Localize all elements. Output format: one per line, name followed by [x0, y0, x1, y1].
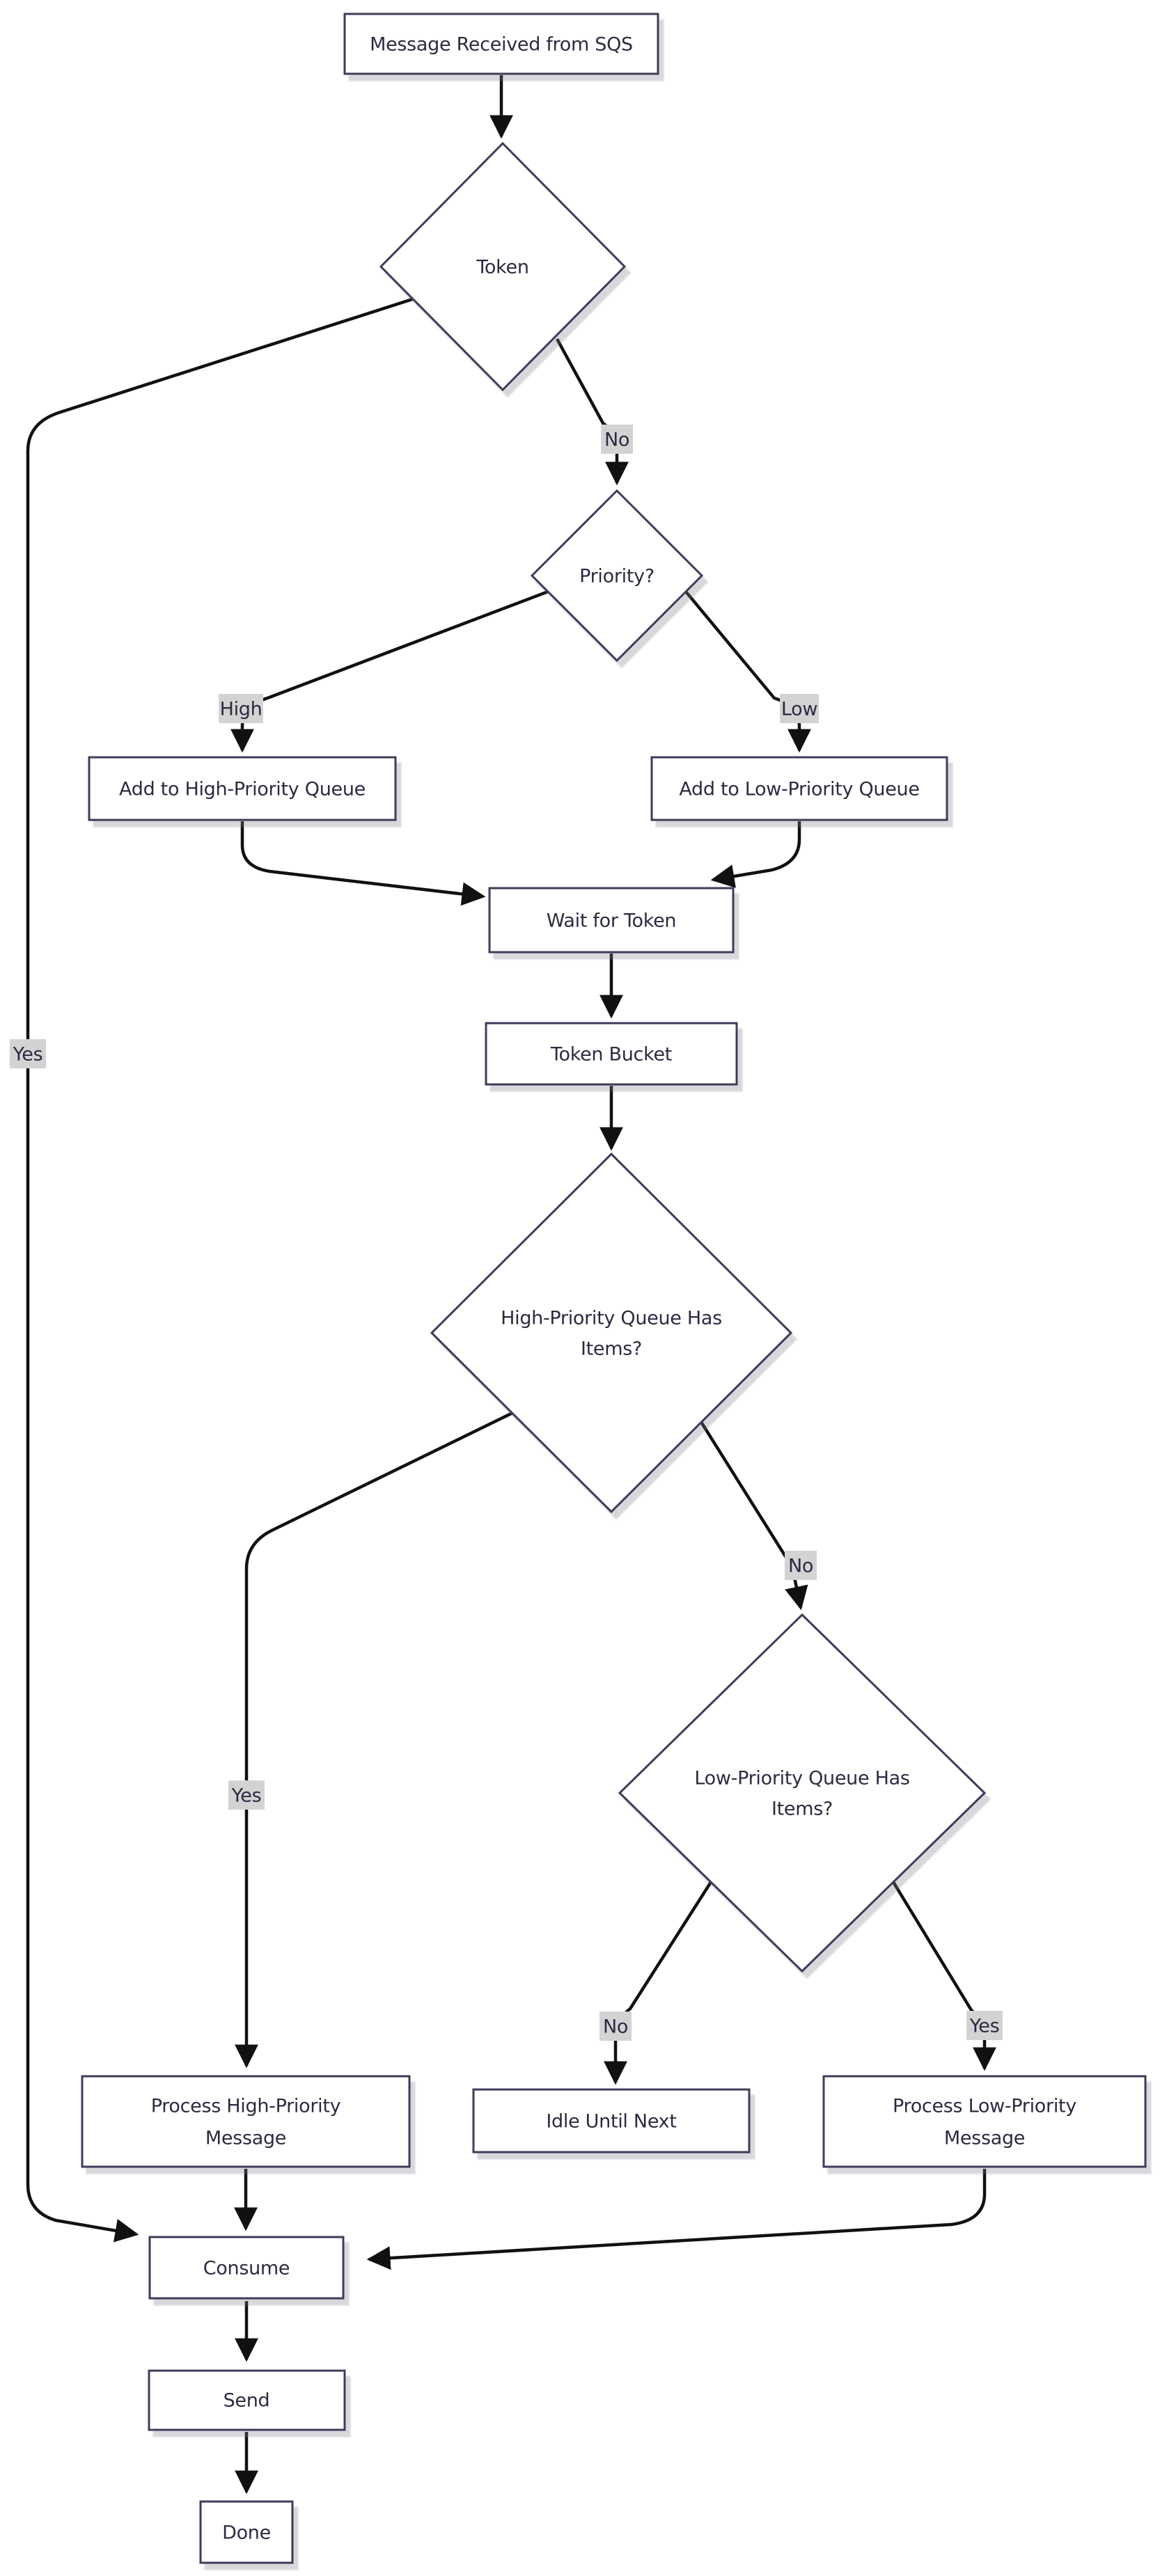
svg-text:Add to Low-Priority Queue: Add to Low-Priority Queue: [679, 779, 919, 800]
edge-label-yes-token: Yes: [10, 1039, 46, 1068]
node-idle-until-next: Idle Until Next: [472, 2088, 751, 2154]
edge-proclow-consume: [366, 2169, 987, 2270]
node-priority-decision: Priority?: [530, 489, 704, 663]
edge-addlow-wait: [710, 821, 801, 888]
edge-label-no-token: No: [601, 425, 633, 454]
svg-text:High: High: [220, 699, 262, 720]
svg-text:Process High-Priority: Process High-Priority: [151, 2096, 341, 2117]
edge-token-consume: [26, 297, 413, 2243]
svg-text:Message: Message: [205, 2128, 286, 2149]
svg-text:Process Low-Priority: Process Low-Priority: [893, 2096, 1076, 2117]
edge-label-yes-lpitems: Yes: [966, 2011, 1003, 2040]
svg-text:Items?: Items?: [581, 1338, 642, 1360]
svg-text:Message: Message: [944, 2128, 1025, 2149]
edge-token-priority: [556, 338, 629, 486]
node-low-priority-queue-has-items-decision: Low-Priority Queue Has Items?: [618, 1613, 987, 1973]
svg-text:Low: Low: [781, 699, 817, 720]
svg-text:Yes: Yes: [969, 2016, 1000, 2037]
edge-hpitems-prochigh: [235, 1411, 513, 2069]
svg-text:Idle Until Next: Idle Until Next: [546, 2111, 676, 2133]
node-add-to-low-priority-queue: Add to Low-Priority Queue: [650, 756, 948, 821]
edge-lpitems-idle: [604, 1881, 712, 2085]
node-high-priority-queue-has-items-decision: High-Priority Queue Has Items?: [430, 1152, 793, 1514]
edge-lpitems-proclow: [892, 1881, 996, 2071]
svg-text:No: No: [603, 2016, 628, 2038]
svg-text:Yes: Yes: [231, 1785, 262, 1807]
svg-text:Items?: Items?: [771, 1799, 833, 1820]
node-message-received-from-sqs: Message Received from SQS: [343, 13, 659, 75]
svg-text:Token Bucket: Token Bucket: [550, 1044, 672, 1066]
edge-label-high: High: [219, 694, 263, 723]
svg-text:Send: Send: [224, 2390, 270, 2412]
node-token-decision: Token: [379, 141, 627, 392]
svg-text:Yes: Yes: [13, 1044, 43, 1066]
node-consume: Consume: [148, 2236, 345, 2300]
nodes-layer: Message Received from SQS Token Priority…: [81, 13, 1147, 2564]
node-add-to-high-priority-queue: Add to High-Priority Queue: [88, 756, 397, 821]
edge-addhigh-wait: [240, 821, 486, 906]
edge-label-low: Low: [780, 694, 819, 723]
edge-label-no-hpitems: No: [785, 1551, 817, 1580]
node-send: Send: [148, 2369, 346, 2431]
node-done: Done: [199, 2500, 294, 2564]
svg-text:Token: Token: [476, 257, 528, 278]
svg-text:Add to High-Priority Queue: Add to High-Priority Queue: [119, 779, 366, 800]
node-wait-for-token: Wait for Token: [488, 887, 735, 954]
svg-text:No: No: [604, 429, 629, 451]
edge-priority-addlow: [684, 590, 811, 753]
svg-text:Priority?: Priority?: [579, 566, 655, 587]
svg-text:Message Received from SQS: Message Received from SQS: [370, 34, 633, 56]
svg-text:High-Priority Queue Has: High-Priority Queue Has: [501, 1308, 722, 1329]
edge-label-yes-hpitems: Yes: [228, 1780, 265, 1810]
node-process-high-priority-message: Process High-Priority Message: [81, 2075, 411, 2168]
svg-text:No: No: [788, 1556, 813, 1577]
node-token-bucket: Token Bucket: [485, 1022, 738, 1086]
edge-label-no-lpitems: No: [599, 2012, 632, 2041]
svg-text:Wait for Token: Wait for Token: [547, 910, 677, 932]
edge-labels-layer: No Yes High Low Yes No No Yes: [10, 425, 1003, 2041]
svg-text:Low-Priority Queue Has: Low-Priority Queue Has: [694, 1768, 909, 1789]
svg-text:Done: Done: [222, 2522, 271, 2544]
node-process-low-priority-message: Process Low-Priority Message: [822, 2075, 1147, 2168]
svg-text:Consume: Consume: [203, 2258, 290, 2279]
edge-priority-addhigh: [230, 590, 549, 753]
